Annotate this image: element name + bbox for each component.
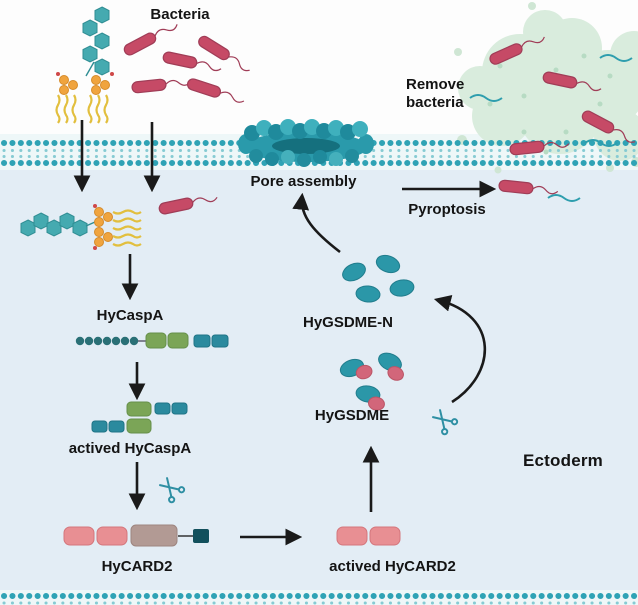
lps-molecule-intracellular <box>20 204 142 250</box>
actived-hycard2-molecule <box>336 526 401 546</box>
scissors-icon <box>431 409 459 436</box>
arrow-hygsdme-to-n <box>433 294 487 404</box>
arrow-to-pore <box>292 192 341 254</box>
flagella-debris <box>469 54 633 202</box>
scissors-icon <box>158 477 186 504</box>
pore-assembly-structure <box>238 119 374 167</box>
hycaspa-molecule <box>75 332 229 349</box>
burst-speckles <box>487 53 613 155</box>
hycard2-molecule <box>63 524 209 547</box>
lps-molecule-extracellular <box>55 6 114 124</box>
actived-hycaspa-molecule <box>91 401 188 434</box>
hygsdme-cluster <box>339 352 404 411</box>
bottom-membrane-band <box>0 590 638 605</box>
hygsdme-n-cluster <box>342 254 415 303</box>
bottom-membrane <box>1 593 638 605</box>
